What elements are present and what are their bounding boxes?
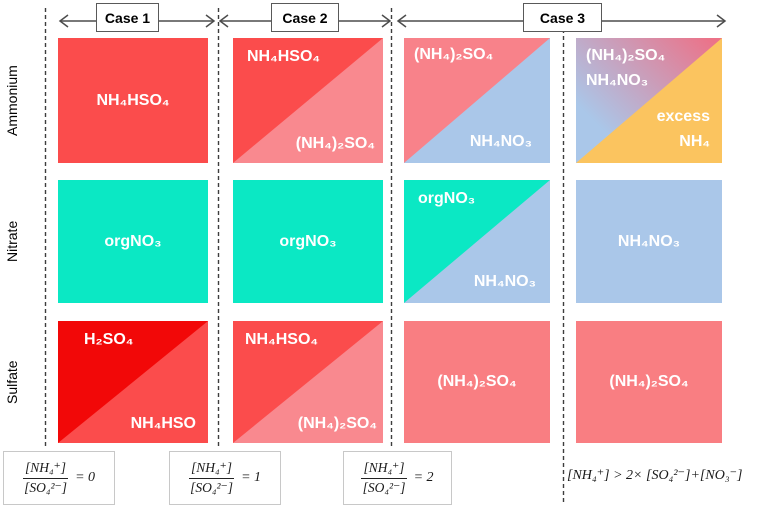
fraction-numerator: [NH₄⁺] bbox=[22, 460, 69, 479]
fraction-rhs: = 1 bbox=[241, 470, 262, 485]
cell-nitrate-case2: orgNO₃ bbox=[233, 180, 383, 303]
cell-label-top-line2: NH₄NO₃ bbox=[586, 71, 649, 89]
cell-label-bottom-line2: NH₄ bbox=[679, 133, 710, 151]
cell-label: orgNO₃ bbox=[104, 232, 162, 250]
cell-label: orgNO₃ bbox=[279, 232, 337, 250]
cell-ammonium-case1: NH₄HSO₄ bbox=[58, 38, 208, 163]
ratio-formula-case3: [NH₄⁺] [SO₄²⁻] = 2 bbox=[343, 451, 452, 505]
excess-ammonium-formula: [NH₄⁺] > 2× [SO₄²⁻]+[NO₃⁻] bbox=[567, 468, 743, 483]
fraction: [NH₄⁺] [SO₄²⁻] bbox=[22, 460, 69, 497]
cell-label-top: (NH₄)₂SO₄ bbox=[414, 46, 494, 63]
row-label-ammonium: Ammonium bbox=[4, 65, 20, 136]
cell-label-bottom: NH₄NO₃ bbox=[473, 273, 536, 290]
case-2-label-box: Case 2 bbox=[271, 3, 339, 32]
case-1-label-box: Case 1 bbox=[96, 3, 159, 32]
fraction-numerator: [NH₄⁺] bbox=[361, 460, 407, 479]
cell-nitrate-case3b: NH₄NO₃ bbox=[576, 180, 722, 303]
fraction-denominator: [SO₄²⁻] bbox=[362, 479, 406, 495]
case-3-label-box: Case 3 bbox=[523, 3, 602, 32]
cell-ammonium-case3b: (NH₄)₂SO₄ NH₄NO₃ excess NH₄ bbox=[576, 38, 722, 163]
cell-sulfate-case2: NH₄HSO₄ (NH₄)₂SO₄ bbox=[233, 321, 383, 443]
cell-label-bottom: NH₄HSO bbox=[130, 415, 196, 432]
cell-label-top-line1: (NH₄)₂SO₄ bbox=[586, 47, 666, 64]
cell-label-bottom: (NH₄)₂SO₄ bbox=[297, 415, 377, 432]
fraction-rhs: = 2 bbox=[413, 470, 434, 485]
fraction-denominator: [SO₄²⁻] bbox=[190, 479, 233, 495]
cell-label-top: NH₄HSO₄ bbox=[247, 48, 321, 65]
cell-label-top: NH₄HSO₄ bbox=[245, 331, 319, 348]
row-label-sulfate: Sulfate bbox=[4, 360, 20, 404]
fraction-rhs: = 0 bbox=[75, 470, 96, 485]
fraction: [NH₄⁺] [SO₄²⁻] bbox=[361, 460, 407, 497]
fraction-numerator: [NH₄⁺] bbox=[188, 460, 235, 479]
cell-label-bottom-line1: excess bbox=[656, 108, 710, 126]
fraction-denominator: [SO₄²⁻] bbox=[24, 479, 67, 495]
case-1-label: Case 1 bbox=[104, 9, 151, 26]
cell-sulfate-case3b: (NH₄)₂SO₄ bbox=[576, 321, 722, 443]
cell-label-top: orgNO₃ bbox=[418, 190, 476, 207]
cell-nitrate-case3a: orgNO₃ NH₄NO₃ bbox=[404, 180, 550, 303]
case-3-label: Case 3 bbox=[539, 9, 586, 26]
ratio-formula-case2: [NH₄⁺] [SO₄²⁻] = 1 bbox=[169, 451, 281, 505]
dashed-dividers bbox=[44, 8, 565, 503]
cell-label: NH₄NO₃ bbox=[617, 232, 681, 250]
cell-label: (NH₄)₂SO₄ bbox=[609, 373, 689, 390]
case-2-label: Case 2 bbox=[282, 9, 328, 26]
cell-label: (NH₄)₂SO₄ bbox=[437, 373, 517, 390]
cell-label-bottom: excess NH₄ bbox=[657, 105, 710, 155]
cell-label-top: (NH₄)₂SO₄ NH₄NO₃ bbox=[586, 44, 665, 94]
cell-ammonium-case2: NH₄HSO₄ (NH₄)₂SO₄ bbox=[233, 38, 383, 163]
fraction: [NH₄⁺] [SO₄²⁻] bbox=[188, 460, 235, 497]
cell-sulfate-case3a: (NH₄)₂SO₄ bbox=[404, 321, 550, 443]
row-label-nitrate: Nitrate bbox=[4, 220, 20, 263]
cell-ammonium-case3a: (NH₄)₂SO₄ NH₄NO₃ bbox=[404, 38, 550, 163]
cell-label-bottom: (NH₄)₂SO₄ bbox=[295, 135, 375, 152]
cell-label-bottom: NH₄NO₃ bbox=[469, 133, 532, 150]
ratio-formula-case1: [NH₄⁺] [SO₄²⁻] = 0 bbox=[3, 451, 115, 505]
cell-label-top: H₂SO₄ bbox=[84, 331, 134, 348]
cell-sulfate-case1: H₂SO₄ NH₄HSO bbox=[58, 321, 208, 443]
cell-label: NH₄HSO₄ bbox=[96, 91, 170, 109]
cell-nitrate-case1: orgNO₃ bbox=[58, 180, 208, 303]
